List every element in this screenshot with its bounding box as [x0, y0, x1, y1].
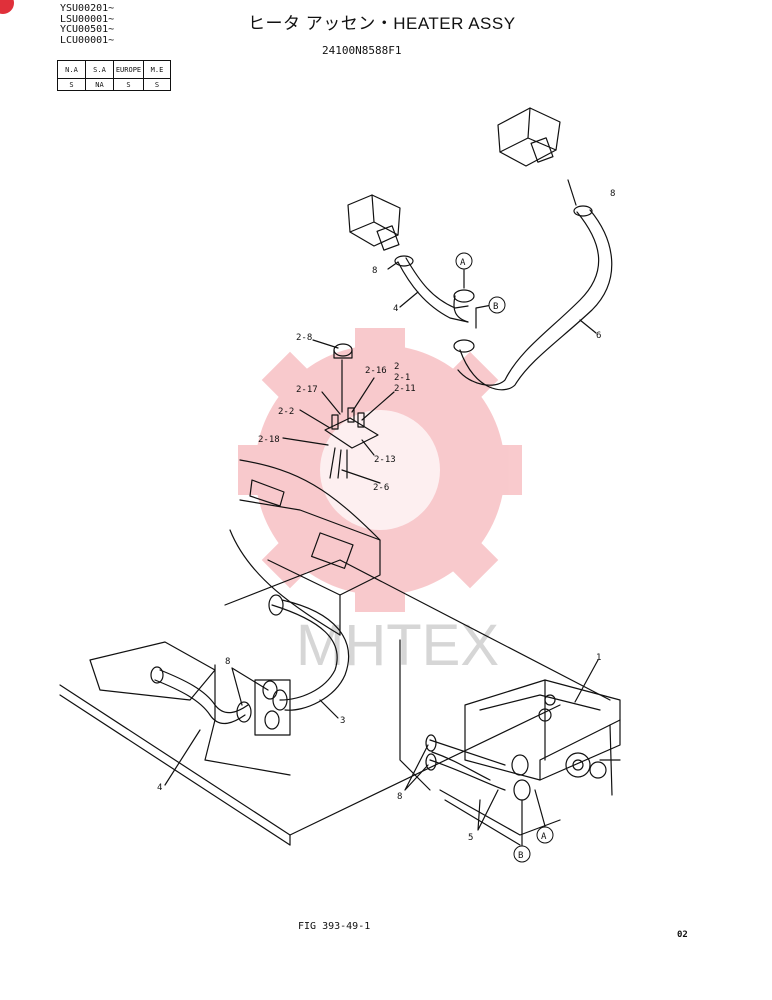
- leader-line: [477, 789, 499, 831]
- assembly-part-number: 24100N8588F1: [322, 44, 402, 57]
- callout-2-11: 2-11: [394, 384, 416, 394]
- leader-line: [282, 437, 329, 446]
- serial-range: YCU00501~: [60, 24, 115, 35]
- hose-4-lower: [150, 666, 252, 725]
- connector-a-label: A: [541, 832, 547, 842]
- leader-line: [299, 409, 331, 429]
- callout-2-17: 2-17: [296, 385, 318, 395]
- callout-8-upper-right: 8: [610, 189, 615, 199]
- callout-2-13: 2-13: [374, 455, 396, 465]
- leader-line: [404, 744, 429, 791]
- callout-2-2: 2-2: [278, 407, 294, 417]
- leader-line: [574, 659, 599, 703]
- connector-b-label: B: [493, 302, 498, 312]
- corner-badge: [0, 0, 14, 14]
- market-table: N.A S.A EUROPE M.E S NA S S: [57, 60, 171, 91]
- air-outlet-right: [497, 107, 561, 167]
- callout-2-16: 2-16: [365, 366, 387, 376]
- leader-line: [579, 319, 597, 334]
- leader-line: [321, 391, 341, 415]
- heater-unit: [439, 679, 621, 846]
- control-unit: [324, 343, 379, 479]
- callout-5: 5: [468, 833, 473, 843]
- connector-b-upper: B: [488, 296, 506, 314]
- leader-line: [351, 377, 375, 413]
- air-outlet-left: [347, 194, 401, 251]
- page-title: ヒータ アッセン・HEATER ASSY: [248, 14, 516, 33]
- callout-4-upper: 4: [393, 304, 398, 314]
- market-header-me: M.E: [143, 60, 171, 79]
- callout-8-lower-left: 8: [225, 657, 230, 667]
- callout-8-upper-left: 8: [372, 266, 377, 276]
- leader-line: [387, 261, 399, 270]
- market-value-me: S: [143, 78, 171, 91]
- leader-line: [567, 179, 577, 206]
- connector-a-upper: A: [455, 252, 473, 270]
- leader-line: [319, 699, 339, 719]
- connector-b-label: B: [518, 851, 523, 861]
- serial-range: YSU00201~: [60, 3, 115, 14]
- callout-2-1: 2-1: [394, 373, 410, 383]
- callout-1: 1: [596, 653, 601, 663]
- connector-b-lower: B: [513, 845, 531, 863]
- hose-6: [453, 205, 613, 391]
- floor-panel: [59, 559, 611, 846]
- leader-line: [361, 439, 375, 456]
- page-code: 02: [677, 930, 688, 940]
- leader-line: [399, 291, 419, 308]
- callout-3: 3: [340, 716, 345, 726]
- leader-line: [341, 469, 381, 484]
- leader-line: [475, 304, 493, 329]
- leader-line: [231, 667, 269, 706]
- figure-reference: FIG 393-49-1: [298, 921, 371, 932]
- callout-2-6: 2-6: [373, 483, 389, 493]
- serial-range: LCU00001~: [60, 34, 115, 46]
- leader-line: [312, 339, 339, 349]
- callout-4-lower: 4: [157, 783, 162, 793]
- connector-a-lower: A: [536, 826, 554, 844]
- callout-2-8: 2-8: [296, 333, 312, 343]
- leader-line: [534, 789, 546, 827]
- callout-2: 2: [394, 362, 399, 372]
- serial-range: LSU00001~: [60, 13, 115, 25]
- leader-line: [361, 391, 395, 421]
- duct-joint-lower: [254, 679, 291, 736]
- hose-3: [268, 594, 350, 711]
- market-value-sa: NA: [85, 78, 114, 91]
- callout-2-18: 2-18: [258, 435, 280, 445]
- connector-a-label: A: [460, 258, 466, 268]
- serial-range-list: YSU00201~ LSU00001~ YCU00501~ LCU00001~: [60, 3, 115, 46]
- leader-line: [164, 729, 201, 786]
- callout-6: 6: [596, 331, 601, 341]
- heater-hoses: [425, 734, 506, 791]
- console-body: [229, 459, 381, 636]
- hose-4-upper: [394, 255, 475, 323]
- watermark-text: MHTEX: [296, 613, 499, 678]
- watermark-gear-hole: [320, 410, 440, 530]
- callout-8-heater: 8: [397, 792, 402, 802]
